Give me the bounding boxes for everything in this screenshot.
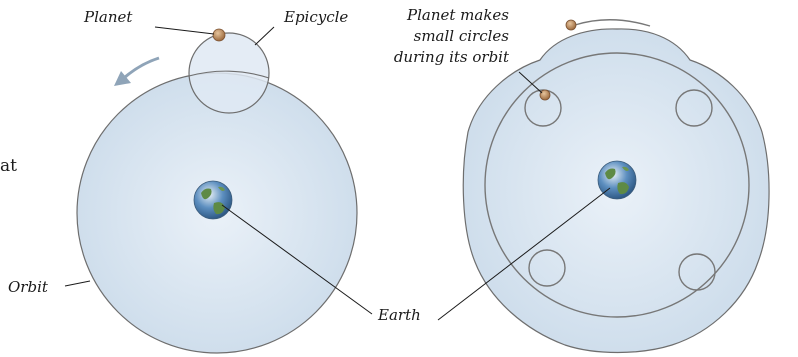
planet-right-loop	[540, 90, 550, 100]
planet-right-top	[566, 20, 576, 30]
planet-left	[213, 29, 225, 41]
right-figure	[463, 20, 769, 353]
label-planet-makes-line2: small circles	[414, 27, 510, 45]
leader-orbit	[65, 281, 90, 286]
label-earth: Earth	[377, 306, 421, 324]
label-epicycle: Epicycle	[283, 8, 348, 26]
label-orbit: Orbit	[8, 278, 49, 296]
leader-planet	[155, 27, 214, 34]
earth-icon-left	[194, 181, 232, 219]
label-planet-makes-line3: during its orbit	[394, 48, 510, 66]
margin-text-fragment: at	[0, 156, 17, 176]
curved-arrow-icon	[114, 58, 159, 86]
label-planet: Planet	[83, 8, 133, 26]
left-figure	[77, 29, 357, 353]
leader-epicycle	[255, 27, 274, 45]
label-planet-makes-line1: Planet makes	[406, 6, 509, 24]
